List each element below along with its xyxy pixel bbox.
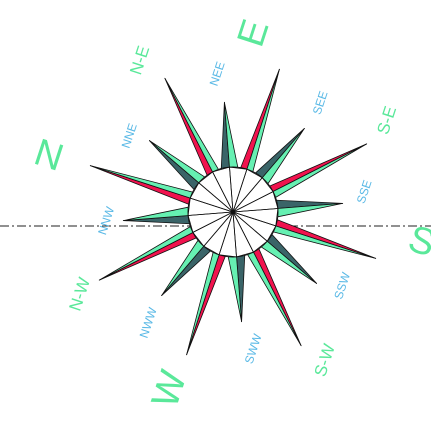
label-s: S [403,218,431,266]
label-nne: NNE [119,122,140,150]
label-sww: SWW [242,331,265,365]
label-nww: NWW [137,305,160,340]
label-ssw: SSW [331,270,353,301]
label-see: SEE [310,89,331,116]
label-e: E [230,15,278,52]
label-sw: S-W [311,342,339,379]
label-nw: N-W [65,275,94,313]
label-nee: NEE [207,60,228,88]
label-w: W [144,366,195,413]
label-n: N [29,131,68,179]
label-nnw: NNW [95,204,117,236]
label-se: S-E [373,104,400,137]
label-sse: SSE [354,178,375,205]
label-ne: N-E [126,43,153,77]
